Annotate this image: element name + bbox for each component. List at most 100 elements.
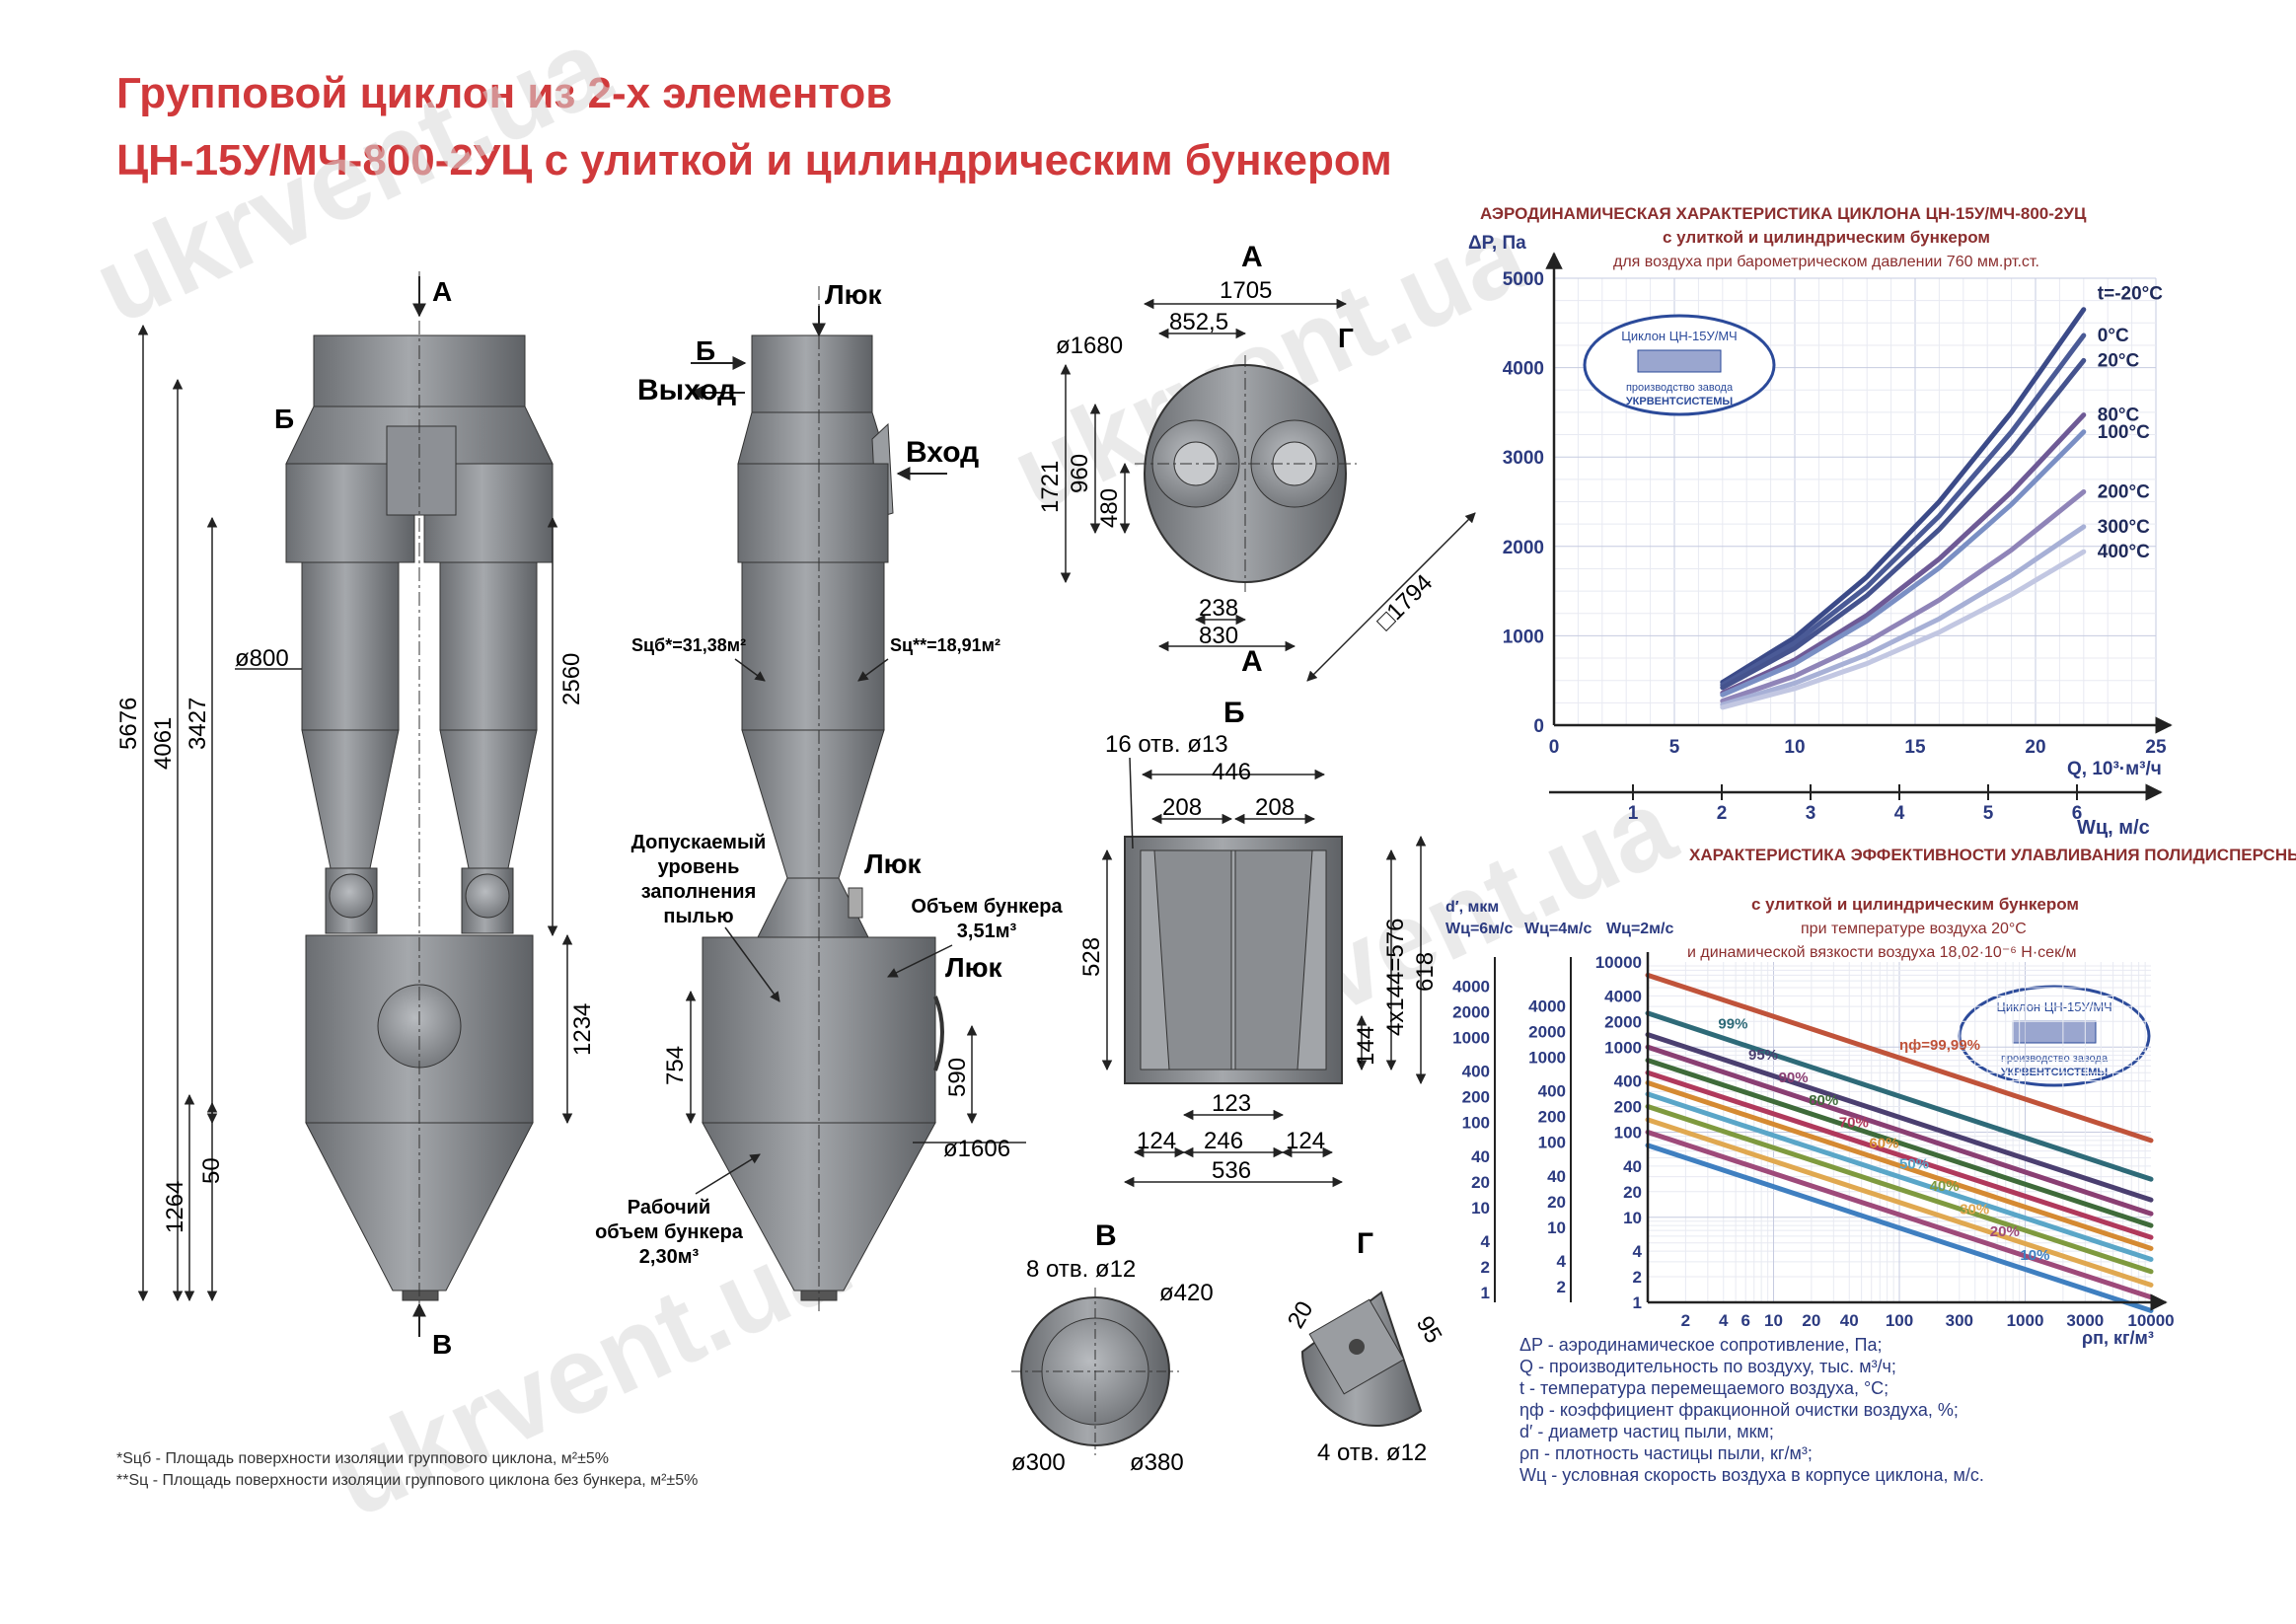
eff-extra-y-tick: 2000 bbox=[1528, 1022, 1566, 1041]
eff-x-tick: 300 bbox=[1946, 1311, 1973, 1330]
eff-series-label: 10% bbox=[2020, 1247, 2049, 1264]
aero-y-tick: 3000 bbox=[1503, 448, 1544, 469]
eff-series-label: 95% bbox=[1748, 1047, 1778, 1064]
view-b-123: 123 bbox=[1212, 1090, 1251, 1117]
watermark-1: ukrvent.ua bbox=[77, 5, 627, 347]
eff-series-line bbox=[1645, 1079, 2154, 1251]
eff-series-line bbox=[1645, 1010, 2154, 1182]
view-a-label: А bbox=[1241, 241, 1263, 273]
eff-series-line bbox=[1645, 1070, 2154, 1240]
dim-50: 50 bbox=[198, 1157, 225, 1184]
front-arrow-b: Б bbox=[274, 404, 294, 434]
view-b-208b: 208 bbox=[1255, 794, 1295, 821]
eff-extra-y-tick: 20 bbox=[1547, 1193, 1566, 1212]
eff-extra-y-tick: 1 bbox=[1481, 1284, 1490, 1302]
eff-subtitle-1: с улиткой и цилиндрическим бункером bbox=[1751, 895, 2079, 914]
eff-series-label: ηф=99,99% bbox=[1899, 1037, 1980, 1054]
aero-series-label: t=-20°C bbox=[2098, 284, 2163, 305]
dia-1606: ø1606 bbox=[943, 1136, 1010, 1162]
aero-x-label: Q, 10³·м³/ч bbox=[2067, 759, 2162, 779]
side-lyuk-low: Люк bbox=[945, 952, 1003, 983]
aero-x-tick: 10 bbox=[1784, 737, 1805, 758]
eff-x-tick: 2 bbox=[1681, 1311, 1690, 1330]
eff-axis-header: d′, мкм bbox=[1445, 899, 1499, 916]
eff-x-tick: 100 bbox=[1886, 1311, 1913, 1330]
aero-y-label: ΔP, Па bbox=[1468, 233, 1526, 254]
eff-series-label: 99% bbox=[1718, 1015, 1747, 1032]
view-b-618: 618 bbox=[1412, 952, 1439, 992]
note-2: **Sц - Площадь поверхности изоляции груп… bbox=[116, 1472, 699, 1489]
eff-series-label: 60% bbox=[1869, 1135, 1898, 1151]
aero-series-line bbox=[1720, 332, 2087, 688]
eff-series-line bbox=[1645, 1104, 2154, 1275]
view-a-852: 852,5 bbox=[1169, 309, 1228, 335]
aero-heading-3: для воздуха при барометрическом давлении… bbox=[1613, 254, 2039, 270]
eff-extra-y-tick: 2 bbox=[1557, 1278, 1566, 1296]
eff-extra-y-tick: 2000 bbox=[1452, 1002, 1490, 1021]
view-g-label: Г bbox=[1357, 1227, 1373, 1260]
eff-chart: ХАРАКТЕРИСТИКА ЭФФЕКТИВНОСТИ УЛАВЛИВАНИЯ… bbox=[1445, 846, 2296, 1348]
eff-extra-y-tick: 4 bbox=[1557, 1252, 1567, 1271]
eff-x-tick: 3000 bbox=[2066, 1311, 2104, 1330]
view-g-95: 95 bbox=[1411, 1312, 1447, 1349]
view-g: Г 20 95 4 отв. ø12 bbox=[1283, 1227, 1447, 1466]
view-b-124a: 124 bbox=[1137, 1128, 1176, 1154]
eff-x-tick: 4 bbox=[1719, 1311, 1729, 1330]
aero-series-label: 0°C bbox=[2098, 326, 2129, 346]
aero-y-tick: 5000 bbox=[1503, 269, 1544, 290]
eff-series-line bbox=[1645, 1032, 2154, 1203]
aero-series-label: 400°C bbox=[2098, 542, 2150, 562]
side-s-cb: Sцб*=31,38м² bbox=[631, 635, 746, 655]
notes: *Sцб - Площадь поверхности изоляции груп… bbox=[116, 1448, 698, 1492]
aero-series-line bbox=[1720, 357, 2087, 691]
eff-title: ХАРАКТЕРИСТИКА ЭФФЕКТИВНОСТИ УЛАВЛИВАНИЯ… bbox=[1689, 846, 2296, 864]
view-a-1721: 1721 bbox=[1037, 461, 1064, 513]
eff-axis-header: Wц=6м/с bbox=[1445, 921, 1513, 937]
view-a-1705: 1705 bbox=[1220, 277, 1272, 304]
view-a-830: 830 bbox=[1199, 623, 1238, 649]
eff-y-tick: 4 bbox=[1633, 1242, 1643, 1261]
side-vol-1: Объем бункера bbox=[911, 896, 1063, 918]
view-b-label: Б bbox=[1223, 697, 1245, 729]
aero-series-label: 80°C bbox=[2098, 406, 2140, 426]
view-a-238: 238 bbox=[1199, 595, 1238, 622]
eff-y-tick: 100 bbox=[1614, 1124, 1642, 1143]
view-v-300: ø300 bbox=[1011, 1449, 1066, 1476]
eff-y-tick: 2 bbox=[1633, 1268, 1642, 1287]
legend-line-5: d′ - диаметр частиц пыли, мкм; bbox=[1519, 1422, 1774, 1441]
eff-extra-y-tick: 2 bbox=[1481, 1258, 1490, 1277]
aero-y-tick: 1000 bbox=[1503, 627, 1544, 647]
aero-x2-tick: 6 bbox=[2072, 803, 2083, 824]
legend-line-6: ρп - плотность частицы пыли, кг/м³; bbox=[1519, 1443, 1813, 1463]
eff-axis-header: Wц=4м/с bbox=[1524, 921, 1592, 937]
view-a-480: 480 bbox=[1096, 488, 1123, 528]
side-work-2: объем бункера bbox=[595, 1221, 744, 1243]
aero-heading-2: с улиткой и цилиндрическим бункером bbox=[1663, 228, 1990, 247]
view-a: А 1705 852,5 ø1680 Г 1721 960 480 238 83… bbox=[1037, 241, 1476, 682]
side-vyhod: Выход bbox=[637, 374, 736, 406]
eff-y-tick: 10000 bbox=[1595, 953, 1642, 972]
aero-heading-1: АЭРОДИНАМИЧЕСКАЯ ХАРАКТЕРИСТИКА ЦИКЛОНА … bbox=[1480, 204, 2087, 223]
view-b-208a: 208 bbox=[1162, 794, 1202, 821]
front-view: А Б В 5676 4061 3427 2560 1234 1264 50 ø… bbox=[115, 271, 596, 1360]
eff-extra-y-tick: 200 bbox=[1462, 1088, 1490, 1107]
stamp-1-line-3: УКРВЕНТСИСТЕМЫ bbox=[1626, 396, 1734, 407]
eff-subtitle-3: и динамической вязкости воздуха 18,02·10… bbox=[1687, 944, 2077, 961]
eff-extra-y-tick: 4 bbox=[1481, 1232, 1491, 1251]
eff-extra-y-tick: 400 bbox=[1538, 1082, 1566, 1101]
view-b-536: 536 bbox=[1212, 1157, 1251, 1184]
legend-line-7: Wц - условная скорость воздуха в корпусе… bbox=[1519, 1465, 1984, 1485]
aero-x2-tick: 2 bbox=[1717, 803, 1728, 824]
dim-1234: 1234 bbox=[569, 1003, 596, 1056]
dim-2560: 2560 bbox=[558, 653, 585, 705]
eff-extra-y-tick: 1000 bbox=[1528, 1048, 1566, 1067]
eff-extra-y-tick: 40 bbox=[1471, 1147, 1490, 1166]
view-g-20: 20 bbox=[1283, 1296, 1319, 1333]
eff-y-tick: 4000 bbox=[1604, 987, 1642, 1005]
eff-extra-y-tick: 4000 bbox=[1528, 997, 1566, 1015]
aero-x2-tick: 4 bbox=[1894, 803, 1905, 824]
view-a-label-bottom: А bbox=[1241, 645, 1263, 678]
eff-extra-y-tick: 10 bbox=[1547, 1218, 1566, 1237]
view-b-446: 446 bbox=[1212, 759, 1251, 785]
